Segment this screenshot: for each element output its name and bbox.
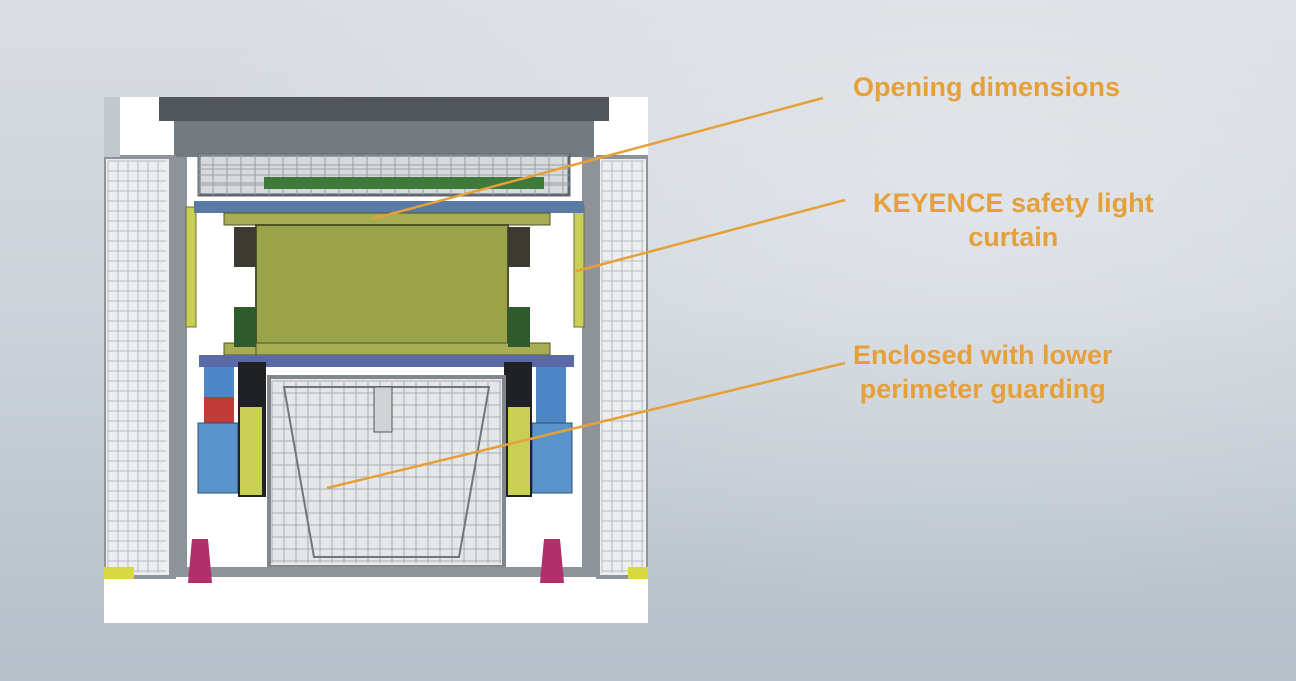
base-frame	[174, 567, 594, 577]
left-side-guard	[104, 97, 187, 579]
right-side-guard	[582, 155, 648, 579]
callout-opening-dimensions: Opening dimensions	[853, 72, 1121, 102]
cross-beam	[194, 201, 584, 213]
light-curtain-left	[185, 206, 197, 328]
machine-cad-drawing	[104, 97, 648, 623]
top-beam	[159, 97, 609, 121]
callout-keyence-light-curtain: KEYENCE safety light curtain	[873, 188, 1154, 252]
right-floor-pad	[540, 539, 564, 583]
callout-lower-perimeter-guarding: Enclosed with lower perimeter guarding	[853, 340, 1113, 404]
callout-line-light-curtain	[572, 198, 846, 274]
upper-mesh-guard	[197, 153, 571, 197]
callout-line-opening	[371, 96, 824, 221]
left-motor	[197, 362, 266, 497]
callout-line-perimeter	[326, 361, 846, 490]
opening-panel	[223, 212, 551, 356]
lower-perimeter-guard	[267, 375, 506, 569]
left-floor-pad	[188, 539, 212, 583]
